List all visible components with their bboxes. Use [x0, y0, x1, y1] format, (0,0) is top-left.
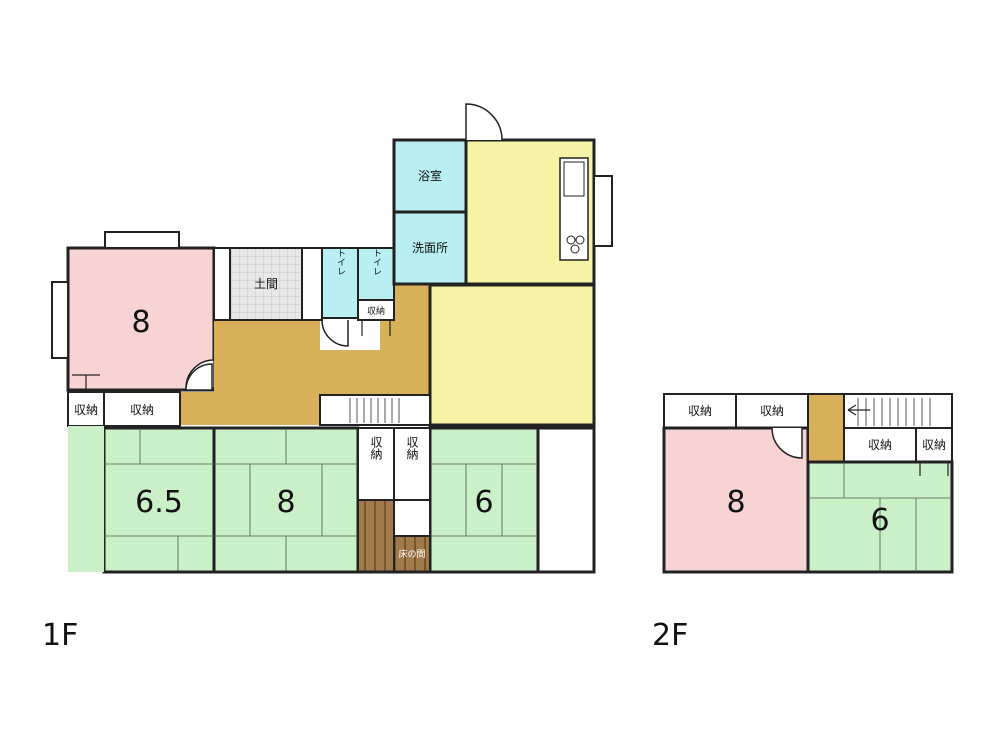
label-bath: 浴室 [418, 168, 442, 183]
label-storage-b: 収納 [130, 403, 154, 417]
label-western-8: 8 [131, 305, 150, 340]
doma [229, 247, 303, 321]
label-2f-storage-d: 収納 [922, 438, 946, 452]
label-tatami-8: 8 [276, 485, 295, 520]
label-toilet-1: トイレ [335, 249, 346, 276]
label-storage-a: 収納 [74, 403, 98, 417]
western-room-8 [66, 246, 216, 392]
floor-1: 8 土間 トイレ トイレ 収納 浴室 洗面所 収納 収納 6.5 8 6 収納 … [42, 103, 613, 653]
label-storage-d: 収納 [405, 436, 419, 460]
label-washroom: 洗面所 [412, 241, 448, 255]
tokonoma-wood [357, 499, 395, 573]
label-toilet-2: トイレ [371, 249, 382, 276]
floor-2-label: 2F [652, 618, 688, 653]
label-2f-storage-c: 収納 [868, 438, 892, 452]
storage-toilet [357, 299, 395, 321]
label-storage-toilet: 収納 [367, 305, 385, 317]
tokonoma [393, 535, 431, 573]
kitchen-bay-window [593, 175, 613, 247]
label-2f-western-8: 8 [726, 485, 745, 520]
floor-1-label: 1F [42, 618, 78, 653]
label-2f-storage-a: 収納 [688, 404, 712, 418]
label-tokonoma: 床の間 [398, 548, 425, 560]
bay-window-left [51, 281, 69, 359]
storage-a [67, 391, 105, 427]
storage-2f-d [915, 427, 953, 463]
bathroom [392, 138, 468, 214]
label-2f-tatami-6: 6 [870, 503, 889, 538]
storage-b [103, 391, 181, 427]
label-tatami-6: 6 [474, 485, 493, 520]
toilet-2 [357, 247, 395, 301]
hall-2f [807, 393, 845, 465]
label-tatami-6-5: 6.5 [135, 485, 183, 520]
stairs-1f [319, 394, 431, 426]
label-2f-storage-b: 収納 [760, 404, 784, 418]
engawa [536, 426, 596, 574]
storage-d [393, 427, 431, 501]
dining-room [428, 283, 596, 427]
floor-2: 収納 収納 8 収納 収納 6 2F [652, 393, 954, 653]
label-storage-c: 収納 [369, 436, 383, 460]
bay-window-top [104, 231, 180, 249]
label-doma: 土間 [254, 277, 278, 291]
